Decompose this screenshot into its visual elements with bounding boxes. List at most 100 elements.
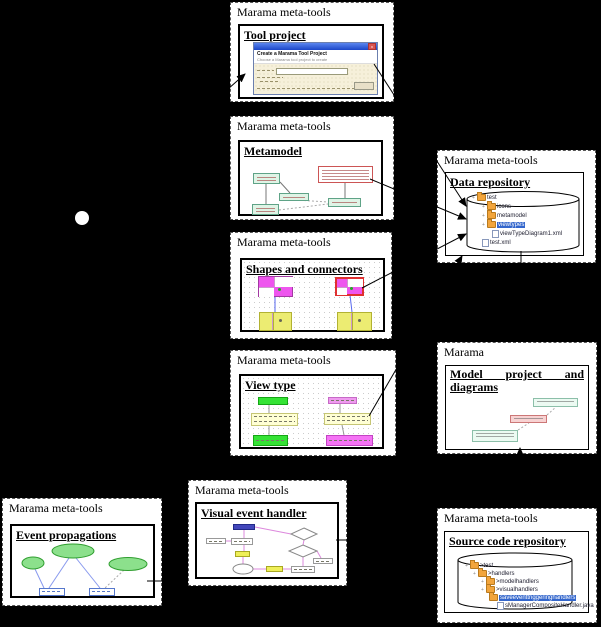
shape-subpart	[337, 286, 347, 295]
link-start-to-tool-project	[81, 73, 246, 219]
panel-view-type: Marama meta-tools View type	[230, 350, 396, 456]
file-icon	[492, 230, 499, 238]
inner-box-data-repository: Data repository +test +icons +metamodel …	[445, 172, 584, 256]
bar-text-line	[327, 420, 368, 421]
bar-text-line	[254, 416, 295, 417]
flow-box	[235, 551, 250, 557]
view-element-bar	[324, 413, 371, 425]
entity-text-lines	[256, 208, 275, 212]
inner-box-event-propagations: Event propagations	[10, 524, 155, 598]
expander-icon: +	[473, 570, 476, 577]
panel-model-project: Marama Model project and diagrams	[437, 342, 597, 454]
flow-box	[206, 538, 226, 544]
tree-row: +>test	[465, 560, 493, 569]
panel-source-repository: Marama meta-tools Source code repository…	[437, 508, 597, 623]
entity-box-highlighted	[318, 166, 373, 183]
event-handler-box	[89, 588, 115, 596]
connector-subpart	[351, 313, 354, 330]
expander-icon: +	[465, 562, 468, 569]
entity-text-lines	[514, 418, 543, 420]
entity-box	[328, 198, 361, 207]
flow-start-box	[233, 524, 255, 530]
connector-figure	[337, 312, 372, 331]
expander-icon: +	[481, 586, 484, 593]
panel-data-repository: Marama meta-tools Data repository +test …	[437, 150, 596, 263]
inner-box-shapes: Shapes and connectors	[240, 258, 385, 332]
panel-title: Metamodel	[244, 144, 302, 158]
bar-text-line	[331, 400, 354, 401]
app-label: Marama meta-tools	[195, 483, 289, 497]
dialog-heading: Create a Marama Tool Project	[257, 51, 327, 57]
tree-item-label: icons	[497, 203, 512, 210]
entity-box	[252, 204, 279, 215]
dialog-header: Create a Marama Tool Project Choose a Ma…	[254, 50, 377, 64]
java-file-icon	[497, 602, 504, 610]
panel-event-propagations: Marama meta-tools Event propagations	[2, 498, 162, 606]
app-label: Marama meta-tools	[444, 153, 538, 167]
flow-text-line	[234, 541, 250, 542]
app-label: Marama	[444, 345, 484, 359]
panel-shapes-connectors: Marama meta-tools Shapes and connectors	[230, 232, 392, 339]
panel-title: Source code repository	[449, 534, 566, 548]
file-icon	[482, 239, 489, 247]
view-type-links	[268, 404, 345, 436]
dialog-titlebar: x	[254, 43, 377, 50]
expander-icon: +	[482, 221, 485, 228]
package-icon	[470, 560, 479, 569]
tree-item-label: viewTypeDiagram1.xml	[500, 231, 563, 237]
event-ellipse	[21, 556, 45, 570]
tree-item-label: saveeventtriggeringhandlers	[499, 594, 577, 601]
flow-ellipse	[232, 563, 254, 575]
tree-item-label: metamodel	[497, 212, 527, 219]
inner-box-metamodel: Metamodel	[238, 140, 383, 216]
expander-icon: +	[482, 212, 485, 219]
expander-icon: +	[482, 203, 485, 210]
inner-box-source-repository: Source code repository +>test +>handlers…	[444, 531, 594, 613]
entity-text-lines	[283, 197, 305, 198]
folder-icon	[487, 219, 496, 228]
folder-icon	[477, 192, 486, 201]
entity-text-lines	[332, 202, 357, 204]
shape-figure	[258, 276, 293, 297]
panel-title: Data repository	[450, 175, 531, 189]
flowchart-links	[226, 526, 322, 575]
tree-row-selected: + viewtypes	[482, 219, 526, 228]
folder-icon	[487, 201, 496, 210]
dialog-body	[254, 64, 377, 92]
close-icon: x	[368, 43, 376, 50]
bar-text-line	[254, 421, 295, 422]
dialog-button	[354, 82, 374, 90]
bar-text-line	[327, 416, 368, 417]
model-entity-box	[472, 430, 518, 442]
app-label: Marama meta-tools	[237, 5, 331, 19]
model-entity-box	[533, 398, 578, 407]
tree-item-label: >visualhandlers	[496, 586, 538, 593]
tree-item-label: viewtypes	[497, 221, 526, 228]
event-handler-box	[39, 588, 65, 596]
tree-row: test.xml	[482, 239, 511, 247]
view-element-bar	[328, 397, 357, 404]
form-line	[257, 77, 283, 78]
panel-visual-event-handler: Marama meta-tools Visual event handler	[188, 480, 347, 586]
entity-text-lines	[257, 177, 276, 181]
inner-box-model-project: Model project and diagrams	[445, 365, 589, 450]
dialog-subheading: Choose a Marama tool project to create	[257, 57, 328, 62]
tree-row: + metamodel	[482, 210, 527, 219]
shape-figure-selected	[335, 277, 364, 296]
tree-row: + icons	[482, 201, 512, 210]
decision-diamond	[289, 527, 319, 541]
entity-text-lines	[476, 433, 514, 439]
flow-text-line	[209, 541, 223, 542]
app-label: Marama meta-tools	[444, 511, 538, 525]
shape-subpart	[347, 279, 363, 287]
flow-box	[266, 566, 283, 572]
view-element-bar	[326, 435, 373, 446]
flow-box	[231, 538, 253, 545]
form-line	[260, 81, 280, 82]
shape-subpart	[273, 277, 293, 287]
shape-connector-lines	[274, 294, 353, 313]
form-line	[257, 88, 357, 89]
panel-title: Visual event handler	[201, 506, 307, 520]
event-graph	[21, 543, 148, 589]
